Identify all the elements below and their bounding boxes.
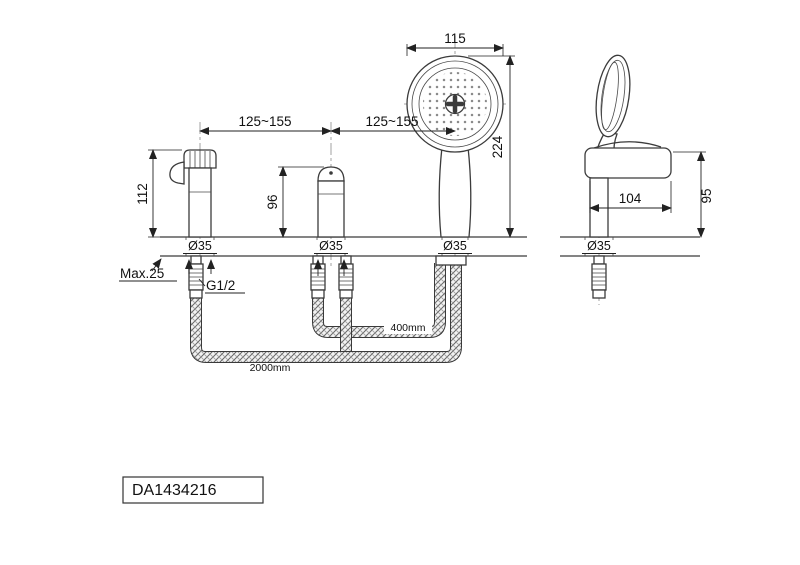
tailpiece-spout — [188, 255, 204, 299]
hole-pointer-arrows — [185, 259, 348, 276]
tailpiece-diverter-right — [338, 255, 354, 299]
dimension-112: 112 — [135, 149, 182, 238]
dimension-span-left: 125~155 — [199, 114, 332, 135]
dim-body-depth: 104 — [619, 191, 642, 206]
dim-spout-to-diverter: 125~155 — [239, 114, 292, 129]
hose-short-label: 400mm — [390, 322, 425, 334]
hole-spout-label: Ø35 — [188, 239, 212, 253]
mixer-body-side — [584, 141, 672, 238]
part-number: DA1434216 — [132, 482, 217, 499]
dimension-span-right: 125~155 — [330, 114, 456, 135]
hole-shower-label: Ø35 — [443, 239, 467, 253]
dim-diverter-height: 96 — [265, 194, 280, 209]
hose-length-labels: 400mm 2000mm — [250, 321, 432, 374]
max-deck-label: Max.25 — [120, 266, 164, 281]
dimension-224: 224 — [468, 55, 515, 238]
dimension-95: 95 — [673, 151, 714, 238]
tailpiece-side — [591, 255, 607, 299]
dimension-96: 96 — [265, 166, 324, 238]
diverter-fixture — [317, 166, 345, 238]
side-view — [560, 54, 700, 299]
tailpiece-shower — [435, 255, 467, 266]
dim-head-width: 115 — [444, 31, 466, 46]
hose-long-2000mm — [190, 263, 462, 363]
hose-short-400mm — [312, 263, 446, 338]
g12-label: G1/2 — [206, 278, 235, 293]
spout-fixture — [169, 149, 217, 238]
mode-button — [445, 94, 465, 114]
dimension-104: 104 — [589, 181, 672, 213]
hand-shower-front — [406, 55, 504, 238]
dim-overall-height: 224 — [490, 135, 505, 158]
dimension-115: 115 — [406, 31, 504, 56]
dim-diverter-to-shower: 125~155 — [366, 114, 419, 129]
deck-thickness-label: Max.25 — [119, 258, 177, 282]
hole-labels: Ø35 Ø35 Ø35 — [183, 239, 472, 254]
hole-side-label: Ø35 — [587, 239, 611, 253]
centerlines — [199, 36, 600, 305]
hose-long-label: 2000mm — [250, 362, 291, 374]
hole-diverter-label: Ø35 — [319, 239, 343, 253]
dim-spout-height: 112 — [135, 183, 150, 205]
part-number-box: DA1434216 — [122, 476, 264, 504]
dim-body-height: 95 — [699, 188, 714, 203]
thread-size-label: G1/2 — [198, 278, 245, 294]
side-hole-label: Ø35 — [582, 239, 616, 254]
